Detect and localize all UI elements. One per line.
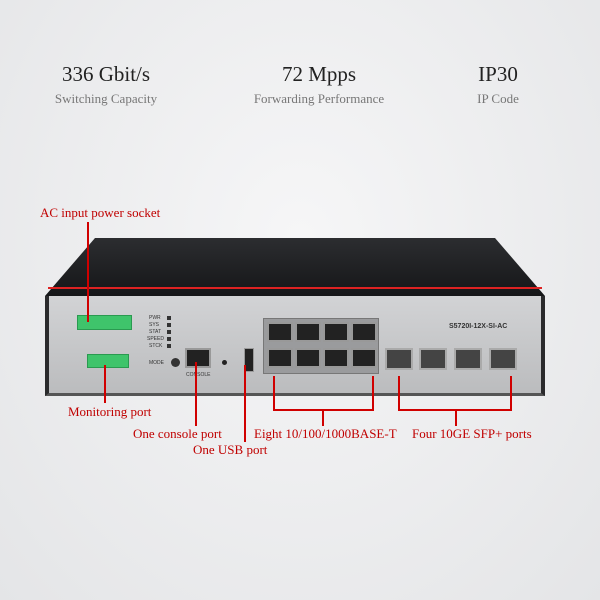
leader-line [104, 365, 106, 403]
rj45-port [323, 322, 349, 342]
leader-line [195, 362, 197, 426]
led-pwr [167, 316, 171, 320]
rj45-port [351, 348, 377, 368]
usb-port [244, 348, 254, 372]
led-label: STCK [149, 343, 163, 349]
spec-value: 336 Gbit/s [61, 62, 151, 86]
rj45-port [295, 348, 321, 368]
spec-label: Forwarding Performance [253, 91, 385, 106]
rj45-port [295, 322, 321, 342]
mode-label: MODE [149, 360, 164, 366]
rj45-port-block [263, 318, 379, 374]
sfp-port [419, 348, 447, 370]
monitoring-terminal [87, 354, 129, 368]
annotation-sfp-ports: Four 10GE SFP+ ports [412, 426, 532, 441]
leader-line [273, 376, 275, 410]
led-label: SPEED [147, 336, 164, 342]
power-socket [77, 315, 132, 330]
spec-ip-code: IP30 IP Code [408, 62, 588, 107]
annotation-power-socket: AC input power socket [40, 205, 161, 220]
model-label: S5720I-12X-SI-AC [449, 323, 508, 330]
spec-label: IP Code [477, 91, 519, 106]
led-label: STAT [149, 329, 162, 335]
leader-line [455, 409, 457, 426]
annotation-console-port: One console port [133, 426, 222, 441]
front-panel: PWR SYS STAT SPEED STCK MODE CONSOLE S57… [45, 296, 545, 396]
red-stripe [48, 287, 542, 289]
leader-line [398, 376, 400, 410]
led-sys [167, 323, 171, 327]
leader-line [244, 365, 246, 442]
console-port [185, 348, 211, 368]
leader-line [87, 222, 89, 322]
led-label: PWR [149, 315, 161, 321]
led-label: SYS [149, 322, 160, 328]
rj45-port [323, 348, 349, 368]
led-stck [167, 344, 171, 348]
mode-button[interactable] [171, 358, 180, 367]
spec-label: Switching Capacity [54, 91, 158, 106]
leader-line [510, 376, 512, 410]
rj45-port [351, 322, 377, 342]
annotation-ethernet-ports: Eight 10/100/1000BASE-T [254, 426, 397, 441]
rj45-port [267, 348, 293, 368]
sfp-port [489, 348, 517, 370]
led-speed [167, 337, 171, 341]
leader-line [322, 409, 324, 426]
console-label: CONSOLE [186, 372, 211, 378]
sfp-port [385, 348, 413, 370]
annotation-monitoring-port: Monitoring port [68, 404, 152, 419]
spec-value: IP30 [478, 62, 518, 86]
annotation-usb-port: One USB port [193, 442, 268, 457]
led-stat [167, 330, 171, 334]
rj45-port [267, 322, 293, 342]
pnp-button[interactable] [222, 360, 227, 365]
sfp-port [454, 348, 482, 370]
leader-line [372, 376, 374, 410]
spec-value: 72 Mpps [281, 62, 357, 86]
switch-top-cover [45, 238, 545, 296]
